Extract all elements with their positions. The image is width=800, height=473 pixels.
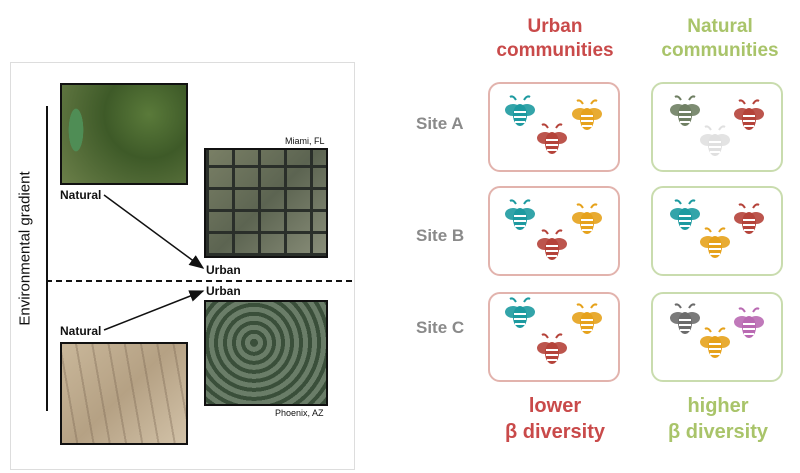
bee-icon	[570, 202, 604, 238]
arrow-natural-to-urban-bottom	[103, 290, 205, 331]
urban-communities-header: Urban communities	[496, 16, 614, 61]
bee-icon	[732, 306, 766, 342]
bee-icon	[570, 302, 604, 338]
bee-icon	[503, 94, 537, 130]
natural-box-site-b	[651, 186, 783, 276]
bee-icon	[535, 228, 569, 264]
urban-box-site-c	[488, 292, 620, 382]
bee-icon	[503, 296, 537, 332]
city-label-phoenix: Phoenix, AZ	[275, 408, 324, 418]
bee-icon	[668, 198, 702, 234]
urban-box-site-a	[488, 82, 620, 172]
natural-communities-header: Natural communities	[661, 16, 779, 61]
urban-footer-beta: lower β diversity	[504, 395, 606, 443]
arrow-natural-to-urban-top	[103, 194, 205, 269]
urban-label-bottom: Urban	[206, 284, 241, 298]
city-label-miami: Miami, FL	[285, 136, 325, 146]
natural-footer-beta: higher β diversity	[667, 395, 769, 443]
bee-icon	[668, 302, 702, 338]
urban-box-site-b	[488, 186, 620, 276]
row-label-site-b: Site B	[416, 226, 465, 245]
natural-box-site-c	[651, 292, 783, 382]
bee-icon	[698, 326, 732, 362]
bee-icon	[503, 198, 537, 234]
row-label-site-c: Site C	[416, 318, 465, 337]
urban-photo-miami	[204, 148, 328, 258]
natural-photo-miami	[60, 83, 188, 185]
natural-photo-phoenix	[60, 342, 188, 445]
bee-icon	[535, 122, 569, 158]
bee-icon	[570, 98, 604, 134]
natural-label-bottom: Natural	[60, 324, 102, 338]
bee-icon	[668, 94, 702, 130]
urban-photo-phoenix	[204, 300, 328, 406]
bee-icon	[732, 202, 766, 238]
bee-icon	[732, 98, 766, 134]
bee-icon	[698, 226, 732, 262]
bee-icon	[698, 124, 732, 160]
row-label-site-a: Site A	[416, 114, 464, 133]
gradient-axis-line	[46, 106, 48, 411]
bee-icon	[535, 332, 569, 368]
urban-label-top: Urban	[206, 263, 241, 277]
natural-box-site-a	[651, 82, 783, 172]
divider-dashed-line	[46, 280, 352, 282]
natural-label-top: Natural	[60, 188, 102, 202]
